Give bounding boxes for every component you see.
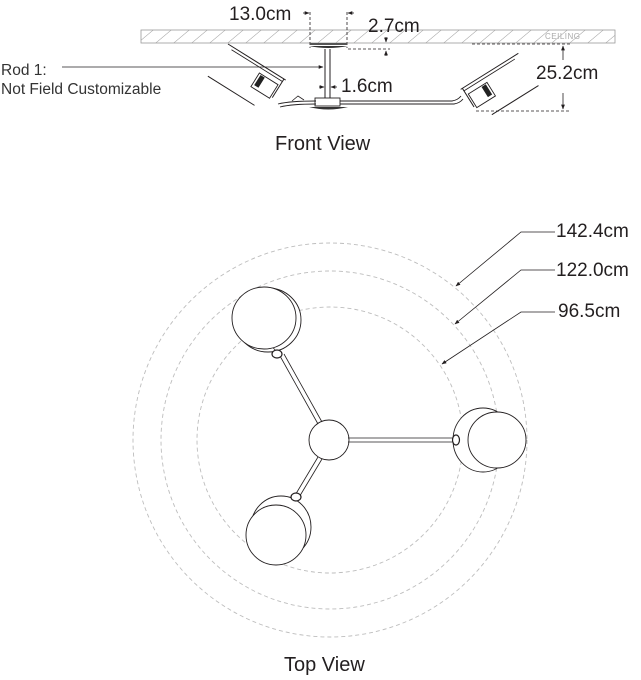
rod-note-line1: Rod 1: — [1, 62, 47, 79]
canopy-depth-label: 2.7cm — [368, 16, 420, 37]
overall-height-label: 25.2cm — [536, 63, 599, 84]
diameter-inner-label: 96.5cm — [558, 301, 621, 322]
front-view-title: Front View — [275, 133, 371, 155]
top-view-title: Top View — [284, 654, 365, 676]
top-view-drawing — [132, 231, 555, 638]
rod-diameter-label: 1.6cm — [341, 76, 393, 97]
canopy-width-label: 13.0cm — [229, 4, 292, 25]
globe-right — [451, 407, 527, 473]
rod-note-line2: Not Field Customizable — [1, 81, 162, 98]
ceiling-slab — [140, 29, 616, 44]
front-view-drawing — [62, 11, 616, 116]
rod-note: Rod 1: Not Field Customizable — [1, 61, 161, 99]
diameter-middle-label: 122.0cm — [556, 260, 629, 281]
globe-lower-left — [245, 492, 312, 566]
center-hub — [308, 419, 350, 461]
globe-upper-left — [231, 286, 302, 359]
left-fixture — [207, 43, 286, 106]
diameter-outer-label: 142.4cm — [556, 221, 629, 242]
right-fixture — [460, 52, 539, 116]
ring-outer — [132, 242, 528, 638]
ceiling-label: CEILING — [545, 32, 581, 41]
